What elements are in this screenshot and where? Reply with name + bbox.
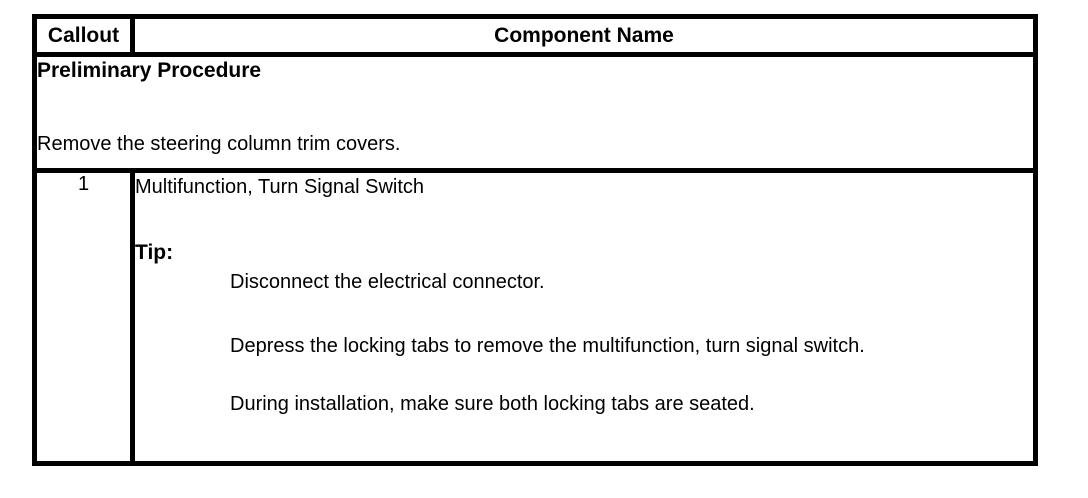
preliminary-procedure-cell: Preliminary Procedure Remove the steerin… bbox=[32, 52, 1038, 173]
table-header-row: Callout Component Name bbox=[32, 14, 1038, 57]
tip-item: During installation, make sure both lock… bbox=[230, 393, 755, 415]
tip-item: Depress the locking tabs to remove the m… bbox=[230, 335, 865, 357]
table-row: 1 Multifunction, Turn Signal Switch Tip:… bbox=[32, 168, 1038, 466]
component-name-column-header: Component Name bbox=[130, 14, 1038, 57]
preliminary-procedure-row: Preliminary Procedure Remove the steerin… bbox=[32, 52, 1038, 173]
component-description-cell: Multifunction, Turn Signal Switch Tip: D… bbox=[130, 168, 1038, 466]
callout-column-header: Callout bbox=[32, 14, 135, 57]
preliminary-procedure-text: Remove the steering column trim covers. bbox=[37, 133, 401, 155]
component-name: Multifunction, Turn Signal Switch bbox=[135, 176, 425, 198]
tip-item: Disconnect the electrical connector. bbox=[230, 271, 545, 293]
preliminary-procedure-title: Preliminary Procedure bbox=[37, 59, 262, 83]
component-callout-table: Callout Component Name Preliminary Proce… bbox=[32, 14, 1038, 466]
callout-number: 1 bbox=[32, 168, 135, 466]
tip-label: Tip: bbox=[135, 241, 174, 264]
